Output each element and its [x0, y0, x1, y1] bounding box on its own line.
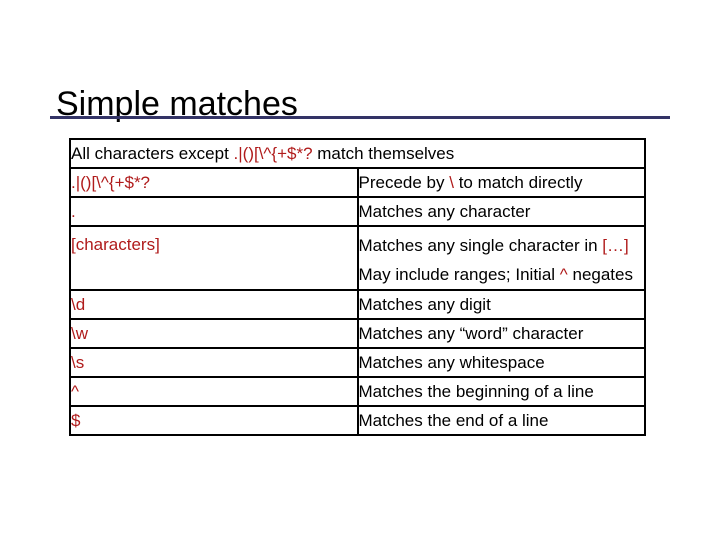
desc-tail-text: to match directly — [453, 173, 583, 192]
description-cell: Matches the beginning of a line — [356, 376, 646, 407]
pattern-cell: .|()[\^{+$*? — [69, 167, 359, 198]
desc-line2-lead-text: May include ranges; Initial — [358, 265, 560, 284]
desc-line2-tail-text: negates — [567, 265, 633, 284]
description-cell: Matches any character — [356, 196, 646, 227]
description-cell: Matches any “word” character — [356, 318, 646, 349]
desc-line2-pattern-text: ^ — [559, 265, 568, 284]
header-pattern-text: .|()[\^{+$*? — [233, 144, 313, 163]
regex-reference-table: All characters except .|()[\^{+$*? match… — [69, 138, 646, 436]
table-row: . Matches any character — [69, 196, 646, 227]
pattern-cell: [characters] — [69, 225, 359, 291]
description-cell: Matches any single character in […]May i… — [356, 225, 646, 291]
header-lead-text: All characters except — [71, 144, 234, 163]
pattern-cell: ^ — [69, 376, 359, 407]
header-tail-text: match themselves — [312, 144, 455, 163]
title-divider — [50, 116, 670, 119]
table-row: \w Matches any “word” character — [69, 318, 646, 349]
desc-pattern-text: […] — [602, 236, 629, 255]
table-row: [characters] Matches any single characte… — [69, 225, 646, 291]
pattern-cell: \w — [69, 318, 359, 349]
table-row: \s Matches any whitespace — [69, 347, 646, 378]
table-row: \d Matches any digit — [69, 289, 646, 320]
description-cell: Matches any whitespace — [356, 347, 646, 378]
description-line-1: Matches any single character in […] — [359, 231, 645, 260]
description-cell: Matches the end of a line — [356, 405, 646, 436]
pattern-cell: . — [69, 196, 359, 227]
desc-pattern-text: \ — [449, 173, 454, 192]
table-row: .|()[\^{+$*? Precede by \ to match direc… — [69, 167, 646, 198]
desc-lead-text: Matches any single character in — [358, 236, 603, 255]
header-cell: All characters except .|()[\^{+$*? match… — [69, 138, 646, 169]
desc-lead-text: Precede by — [358, 173, 450, 192]
table-row: $ Matches the end of a line — [69, 405, 646, 436]
table-row-header: All characters except .|()[\^{+$*? match… — [69, 138, 646, 169]
pattern-cell: $ — [69, 405, 359, 436]
description-cell: Precede by \ to match directly — [356, 167, 646, 198]
table-row: ^ Matches the beginning of a line — [69, 376, 646, 407]
pattern-cell: \s — [69, 347, 359, 378]
description-cell: Matches any digit — [356, 289, 646, 320]
description-line-2: May include ranges; Initial ^ negates — [359, 260, 645, 289]
pattern-cell: \d — [69, 289, 359, 320]
